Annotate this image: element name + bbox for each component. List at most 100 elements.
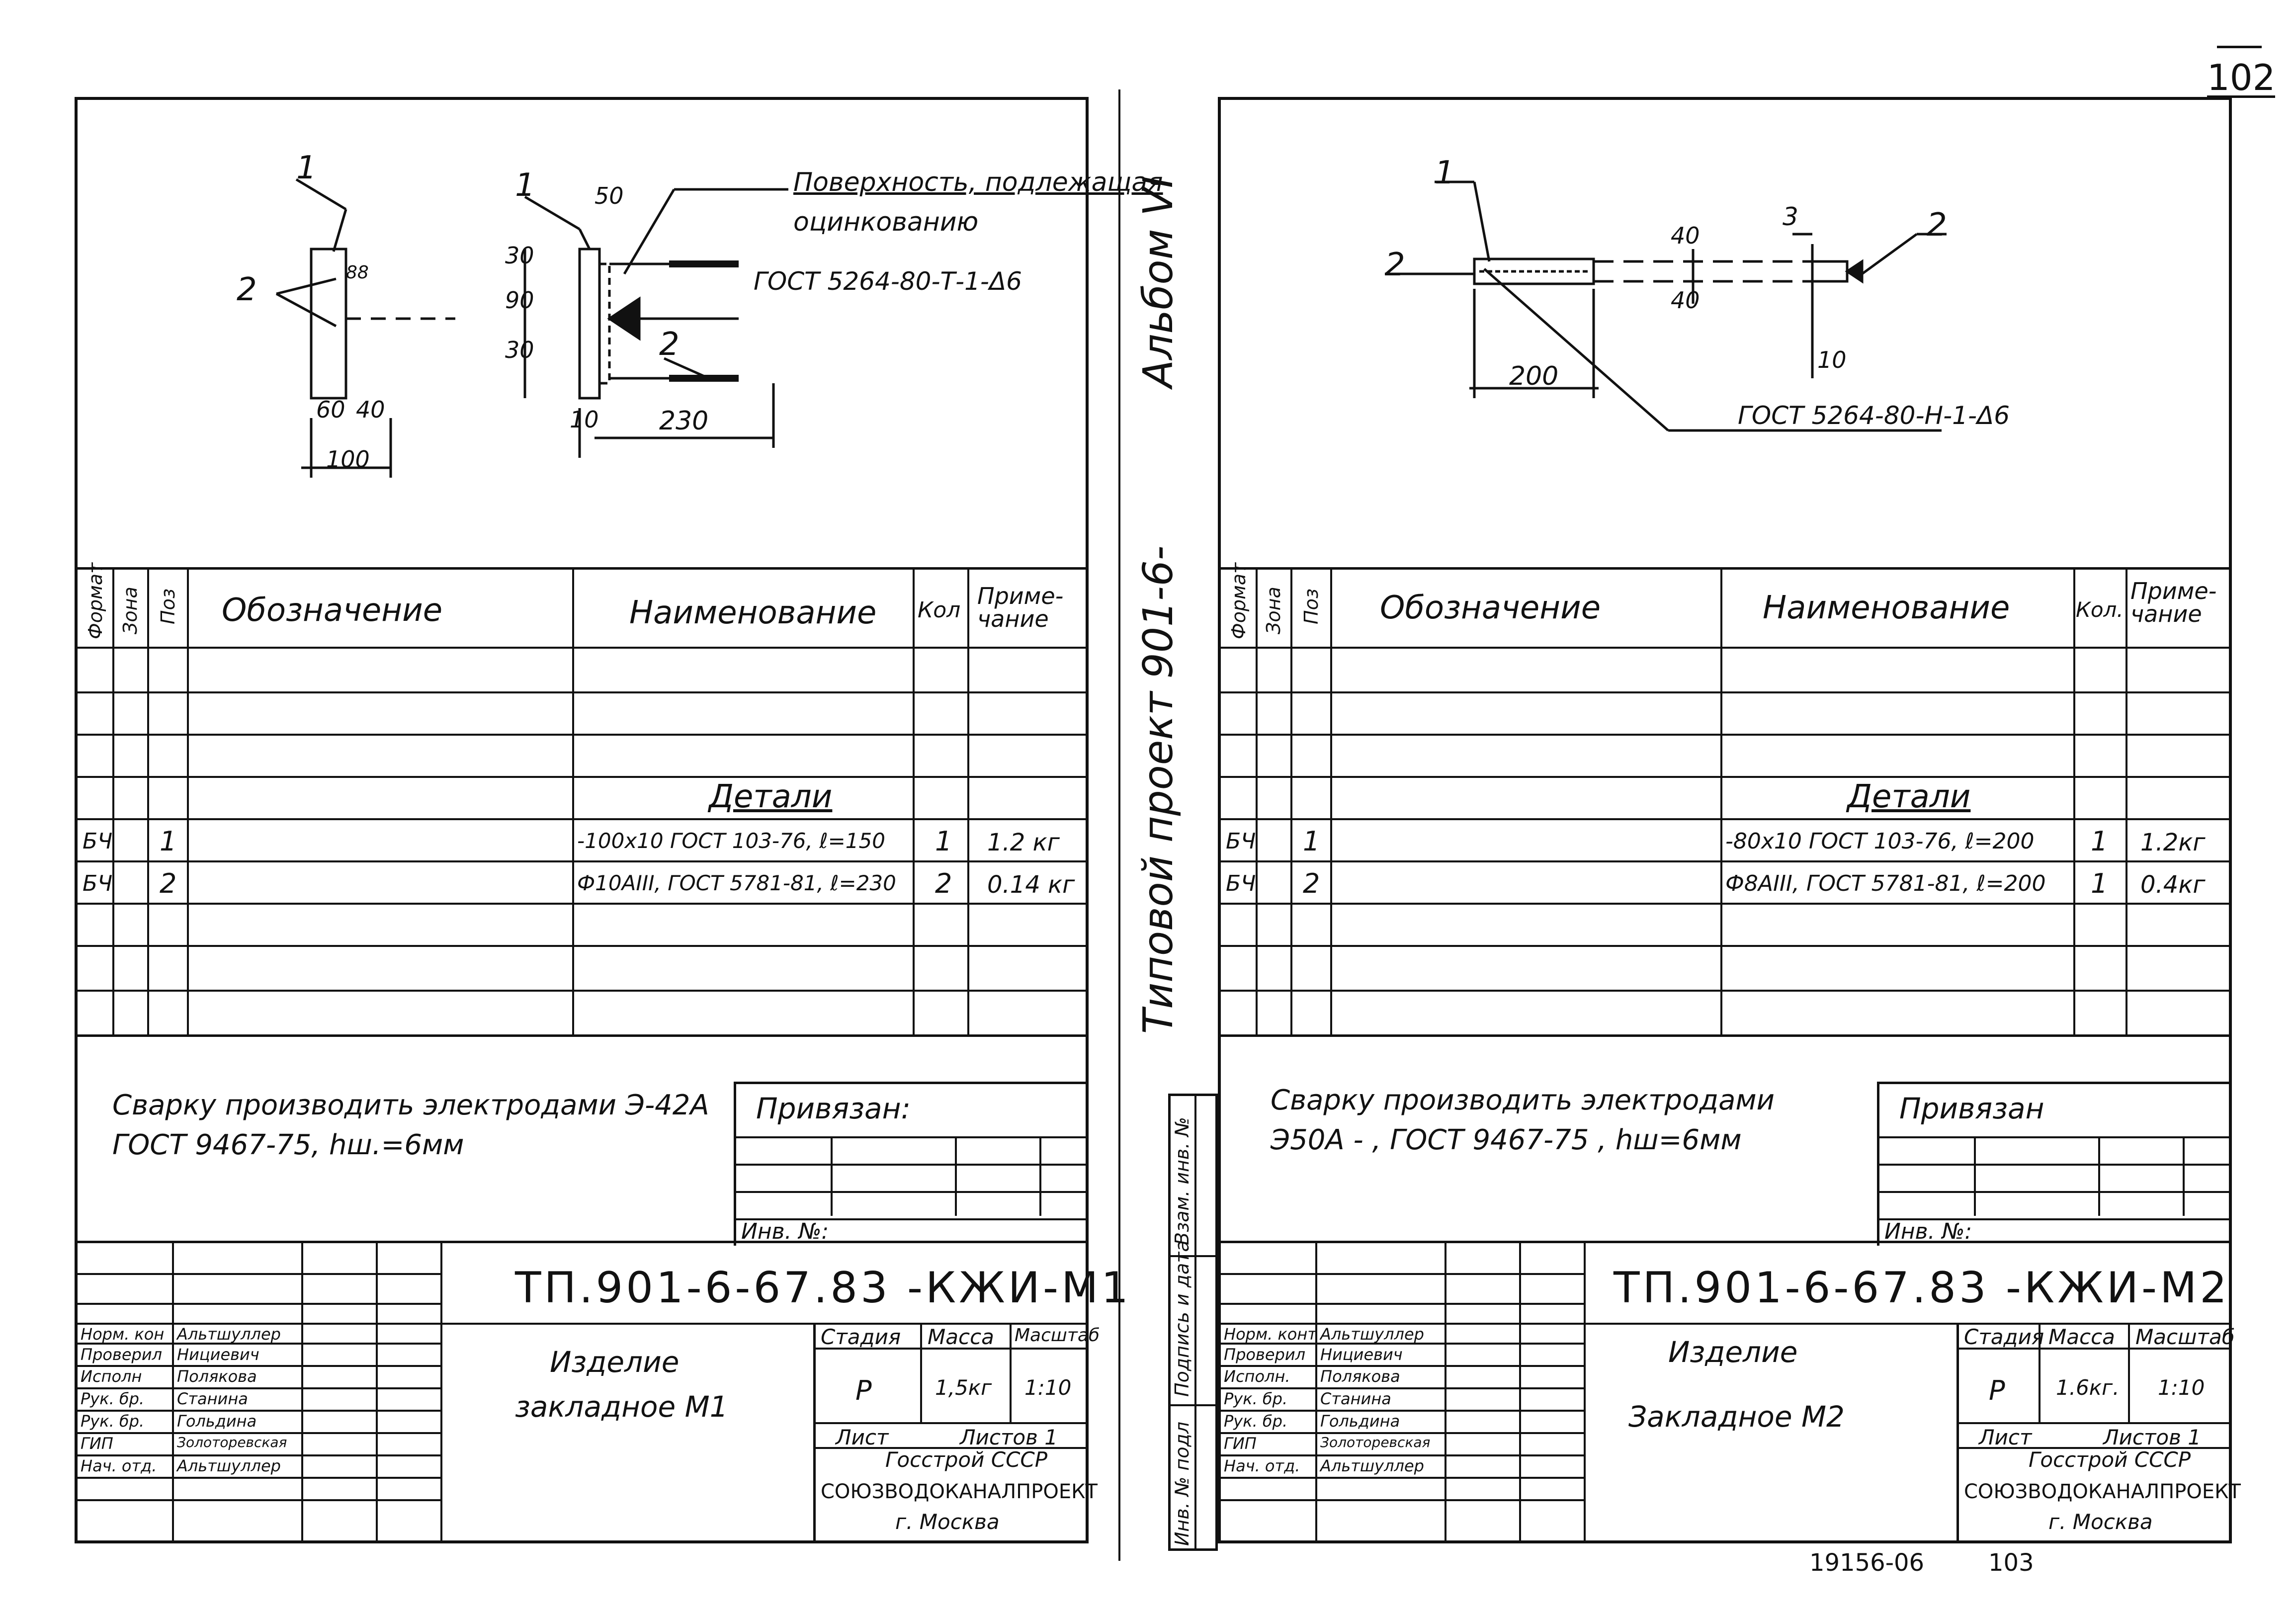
callout-2b: 2	[659, 326, 680, 363]
stage-hdr-m2: Стадия	[1964, 1325, 2044, 1349]
item-title-m1-2: закладное М1	[515, 1390, 728, 1424]
drawing-m2-svg	[1385, 180, 1947, 432]
dim-m2-10: 10	[1817, 346, 1847, 373]
signer-role-m1-4: Рук. бр.	[81, 1412, 145, 1431]
mass-hdr-m1: Масса	[928, 1325, 994, 1349]
m1-row2-qty: 2	[935, 868, 952, 899]
callout-1b: 1	[515, 167, 535, 204]
hdr-note-m2: Приме-чание	[2130, 578, 2217, 627]
section-title-m1: Детали	[709, 778, 833, 815]
m2-row1-format: БЧ	[1226, 829, 1256, 854]
signer-role-m2-1: Проверил	[1224, 1345, 1306, 1364]
signer-name-m1-2: Полякова	[177, 1367, 257, 1386]
sheets-lbl-m2: Листов 1	[2103, 1425, 2201, 1449]
drawing-m1: Поверхность, подлежащая оцинкованию ГОСТ…	[78, 100, 1163, 567]
signer-name-m2-2: Полякова	[1320, 1367, 1400, 1386]
m2-row2-note: 0.4кг	[2140, 871, 2206, 899]
dim-50: 50	[595, 182, 624, 209]
hdr-format-m1: Формат	[85, 562, 106, 639]
weld-gost-m2: ГОСТ 5264-80-Н-1-Δ6	[1738, 401, 2010, 430]
m2-row2-format: БЧ	[1226, 871, 1256, 896]
mass-val-m1: 1,5кг	[935, 1375, 992, 1400]
m1-row1-pos: 1	[160, 826, 177, 857]
m2-row2-name: Ф8АIII, ГОСТ 5781-81, ℓ=200	[1725, 871, 2046, 896]
callout-2a: 2	[237, 271, 257, 308]
org2-m1: СОЮЗВОДОКАНАЛПРОЕКТ	[821, 1480, 1098, 1503]
stage-hdr-m1: Стадия	[821, 1325, 901, 1349]
m1-row2-note: 0.14 кг	[987, 871, 1075, 899]
signer-name-m2-5: Золоторевская	[1320, 1434, 1431, 1450]
project-caption: Типовой проект 901-6-	[1135, 545, 1182, 1034]
hdr-name-m2: Наименование	[1763, 590, 2010, 626]
weld-note-m1-2: ГОСТ 9467-75, hш.=6мм	[112, 1129, 464, 1161]
stage-block-m1: Стадия Масса Масштаб Р 1,5кг 1:10 Лист Л…	[813, 1323, 1100, 1543]
signer-role-m2-2: Исполн.	[1224, 1367, 1290, 1386]
hdr-pos-m1: Поз	[157, 588, 179, 624]
scale-hdr-m2: Масштаб	[2135, 1325, 2235, 1349]
title-block-m2: ТП.901-6-67.83 -КЖИ-М2 Изделие Закладное…	[1221, 1241, 2241, 1543]
dim-m2-40b: 40	[1671, 287, 1700, 314]
org3-m2: г. Москва	[2048, 1510, 2153, 1534]
weld-note-m1-1: Сварку производить электродами Э-42А	[112, 1089, 709, 1121]
page-number: 102	[2207, 57, 2276, 98]
sheet-m2: ГОСТ 5264-80-Н-1-Δ6 1 2 2 3 40 40 200 10…	[1218, 97, 2241, 1543]
doc-code-m2: ТП.901-6-67.83 -КЖИ-М2	[1614, 1263, 2230, 1313]
signer-role-m1-1: Проверил	[81, 1345, 163, 1364]
signer-name-m2-1: Нициевич	[1320, 1345, 1403, 1364]
privyazan-label-m1: Привязан:	[756, 1092, 911, 1125]
sheet-lbl-m1: Лист	[836, 1425, 889, 1449]
side-stamp-c1: Инв. № подл	[1171, 1421, 1193, 1546]
side-stamp-strip	[1168, 1094, 1218, 1551]
m2-row1-pos: 1	[1303, 826, 1320, 857]
scale-hdr-m1: Масштаб	[1015, 1325, 1100, 1346]
hdr-format-m2: Формат	[1228, 562, 1250, 639]
spec-table-m2: Формат Зона Поз Обозначение Наименование…	[1221, 563, 2229, 1037]
stage-val-m1: Р	[855, 1375, 872, 1406]
item-title-m2-1: Изделие	[1668, 1335, 1798, 1369]
doc-code-m1: ТП.901-6-67.83 -КЖИ-М1	[515, 1263, 1132, 1313]
page-number-overline	[2217, 46, 2262, 48]
m1-row1-note: 1.2 кг	[987, 829, 1060, 856]
signer-name-m2-0: Альтшуллер	[1320, 1325, 1424, 1344]
org3-m1: г. Москва	[895, 1510, 1000, 1534]
stage-block-m2: Стадия Масса Масштаб Р 1.6кг. 1:10 Лист …	[1956, 1323, 2241, 1543]
notes-area-m2: Сварку производить электродами Э50А - , …	[1221, 1034, 2231, 1246]
sheets-lbl-m1: Листов 1	[960, 1425, 1058, 1449]
signer-role-m1-2: Исполн	[81, 1367, 142, 1386]
drawing-m1-svg	[275, 178, 788, 478]
m2-row1-note: 1.2кг	[2140, 829, 2206, 856]
m2-row1-qty: 1	[2091, 826, 2108, 857]
spec-table-m1: Формат Зона Поз Обозначение Наименование…	[78, 563, 1086, 1037]
callout-m2-3: 3	[1783, 202, 1798, 231]
surface-note: Поверхность, подлежащая	[793, 168, 1163, 197]
m2-row2-pos: 2	[1303, 868, 1320, 899]
hdr-zone-m2: Зона	[1263, 587, 1284, 634]
signer-role-m1-3: Рук. бр.	[81, 1389, 145, 1408]
org1-m2: Госстрой СССР	[2029, 1447, 2191, 1472]
dim-30a: 30	[505, 242, 534, 269]
m1-row1-format: БЧ	[83, 829, 113, 854]
signer-role-m2-4: Рук. бр.	[1224, 1412, 1288, 1431]
inv-label-m2: Инв. №:	[1884, 1219, 1972, 1244]
dim-60: 60	[316, 396, 345, 423]
signer-name-m2-6: Альтшуллер	[1320, 1456, 1424, 1475]
m1-row2-format: БЧ	[83, 871, 113, 896]
callout-m2-1: 1	[1435, 155, 1455, 191]
m2-row1-name: -80х10 ГОСТ 103-76, ℓ=200	[1725, 829, 2035, 854]
hdr-note-m1: Приме-чание	[977, 583, 1064, 632]
signer-name-m1-6: Альтшуллер	[177, 1456, 281, 1475]
signer-role-m2-0: Норм. конт	[1224, 1325, 1317, 1344]
hdr-designation-m2: Обозначение	[1380, 590, 1601, 626]
dim-m2-200: 200	[1509, 361, 1559, 391]
footer-num-1: 19156-06	[1809, 1549, 1925, 1577]
item-title-m1-1: Изделие	[550, 1345, 680, 1379]
hdr-qty-m2: Кол.	[2076, 597, 2124, 622]
signer-role-m1-0: Норм. кон	[81, 1325, 165, 1344]
weld-note-m2-2: Э50А - , ГОСТ 9467-75 , hш=6мм	[1271, 1124, 1742, 1156]
album-caption: Альбом VI	[1135, 176, 1182, 388]
section-title-m2: Детали	[1847, 778, 1971, 815]
hdr-designation-m1: Обозначение	[222, 592, 443, 629]
weld-gost-m1: ГОСТ 5264-80-Т-1-Δ6	[754, 267, 1022, 296]
signer-name-m2-4: Гольдина	[1320, 1412, 1400, 1431]
dim-88: 88	[346, 262, 369, 283]
